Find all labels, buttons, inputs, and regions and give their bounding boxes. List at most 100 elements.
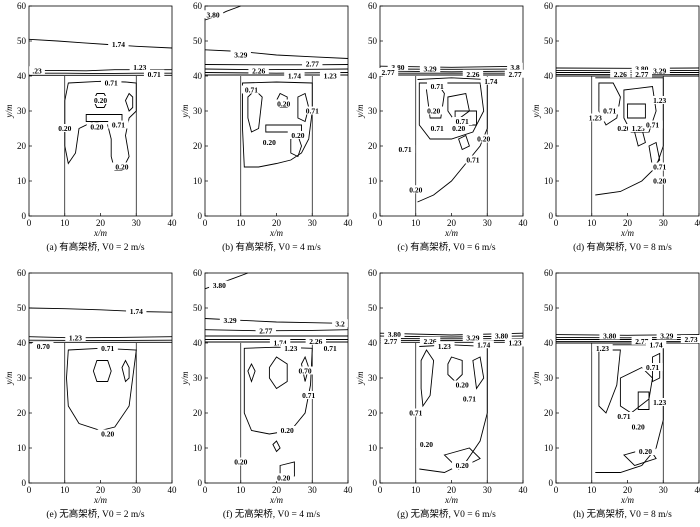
contour-value-label: 0.71 <box>431 124 444 133</box>
contour-label-bg <box>319 71 341 80</box>
contour-value-label: 2.73 <box>684 335 697 344</box>
contour-value-label: 0.71 <box>646 121 659 130</box>
y-tick-label: 0 <box>198 478 203 488</box>
y-tick-label: 20 <box>17 408 27 418</box>
contour-line <box>420 349 435 408</box>
contour-value-label: 0.71 <box>653 163 666 172</box>
contour-label-bg <box>273 99 294 108</box>
contour-value-label: 0.71 <box>398 145 411 154</box>
x-tick-label: 40 <box>168 485 178 495</box>
contour-value-label: 3.80 <box>213 281 226 290</box>
y-tick-label: 20 <box>544 141 554 151</box>
y-tick-label: 50 <box>17 36 27 46</box>
contour-label-bg <box>298 391 319 399</box>
contour-value-label: 0.20 <box>263 138 276 147</box>
contour-value-label: 1.74 <box>274 339 287 348</box>
contour-label-bg <box>631 69 652 78</box>
contour-line <box>204 49 349 59</box>
contour-line <box>417 77 488 203</box>
contour-label-bg <box>507 62 523 71</box>
contour-label-bg <box>29 66 45 75</box>
contour-value-label: 0.20 <box>90 122 103 131</box>
contour-value-label: 2.77 <box>381 68 394 77</box>
x-tick-label: 10 <box>587 218 597 228</box>
contour-value-label: 3.80 <box>603 332 616 341</box>
contour-label-bg <box>480 76 502 85</box>
contour-line <box>595 344 664 473</box>
contour-value-label: 0.20 <box>277 100 290 109</box>
contour-value-label: 0.20 <box>409 185 422 194</box>
contour-line <box>242 81 313 168</box>
contour-value-label: 3.80 <box>495 332 508 341</box>
plot-frame <box>204 272 349 484</box>
contour-line <box>623 85 657 133</box>
contour-value-label: 3.29 <box>223 316 236 325</box>
contour-value-label: 1.74 <box>112 40 125 49</box>
x-tick-label: 20 <box>272 218 282 228</box>
x-axis-label: x/m <box>620 495 634 505</box>
contour-label-bg <box>504 338 526 347</box>
x-axis-label: x/m <box>93 495 107 505</box>
contour-label-bg <box>656 331 678 340</box>
contour-label-bg <box>302 106 323 115</box>
contour-value-label: 2.26 <box>423 337 436 346</box>
contour-value-label: 0.70 <box>37 342 50 351</box>
contour-value-label: 0.71 <box>409 409 422 418</box>
contour-value-label: 0.20 <box>281 426 294 435</box>
contour-label-bg <box>332 319 348 328</box>
x-tick-label: 10 <box>236 485 246 495</box>
y-tick-label: 60 <box>544 268 554 278</box>
contour-value-label: 1.23 <box>133 63 146 72</box>
y-tick-label: 40 <box>544 338 554 348</box>
x-tick-label: 20 <box>96 485 106 495</box>
contour-label-bg <box>241 85 262 94</box>
x-axis-label: x/m <box>269 495 283 505</box>
y-axis-label: y/m <box>180 104 190 118</box>
contour-label-bg <box>219 315 241 324</box>
contour-label-bg <box>631 336 652 345</box>
contour-label-bg <box>642 120 663 129</box>
x-axis-label: x/m <box>93 228 107 238</box>
contour-label-bg <box>284 71 305 80</box>
y-tick-label: 10 <box>193 176 203 186</box>
contour-value-label: 0.71 <box>466 156 479 165</box>
contour-line <box>472 356 485 390</box>
contour-label-bg <box>108 120 129 129</box>
y-axis-label: y/m <box>355 104 365 118</box>
contour-label-bg <box>613 124 635 132</box>
contour-value-label: 3.29 <box>423 65 436 74</box>
x-tick-label: 10 <box>411 218 421 228</box>
contour-value-label: 0.20 <box>639 447 652 456</box>
contour-line <box>418 82 485 140</box>
contour-label-bg <box>394 145 416 153</box>
contour-value-label: 2.26 <box>614 70 627 79</box>
contour-label-bg <box>613 412 635 420</box>
contour-label-bg <box>108 40 129 48</box>
contour-value-label: 0.20 <box>58 124 71 133</box>
y-tick-label: 0 <box>373 478 378 488</box>
contour-value-label: 1.23 <box>653 398 666 407</box>
contour-label-bg <box>491 331 512 340</box>
contour-label-bg <box>209 280 230 289</box>
x-tick-label: 30 <box>659 218 669 228</box>
panel-caption: (b) 有高架桥, V0 = 4 m/s <box>222 241 321 253</box>
plot-frame <box>28 5 173 217</box>
contour-label-bg <box>90 96 111 104</box>
y-tick-label: 40 <box>17 71 27 81</box>
x-tick-label: 40 <box>695 485 700 495</box>
contour-value-label: 0.20 <box>456 381 469 390</box>
contour-value-label: 1.23 <box>596 344 609 353</box>
contour-label-bg <box>419 64 441 73</box>
contour-label-bg <box>649 162 670 171</box>
contour-value-label: 0.71 <box>431 82 444 91</box>
contour-value-label: 0.20 <box>234 458 247 467</box>
contour-line <box>627 103 646 119</box>
contour-label-bg <box>473 340 494 349</box>
contour-value-label: 1.23 <box>324 72 337 81</box>
contour-label-bg <box>273 473 294 482</box>
x-tick-label: 20 <box>272 485 282 495</box>
contour-line <box>28 38 173 49</box>
x-axis-label: x/m <box>620 228 634 238</box>
